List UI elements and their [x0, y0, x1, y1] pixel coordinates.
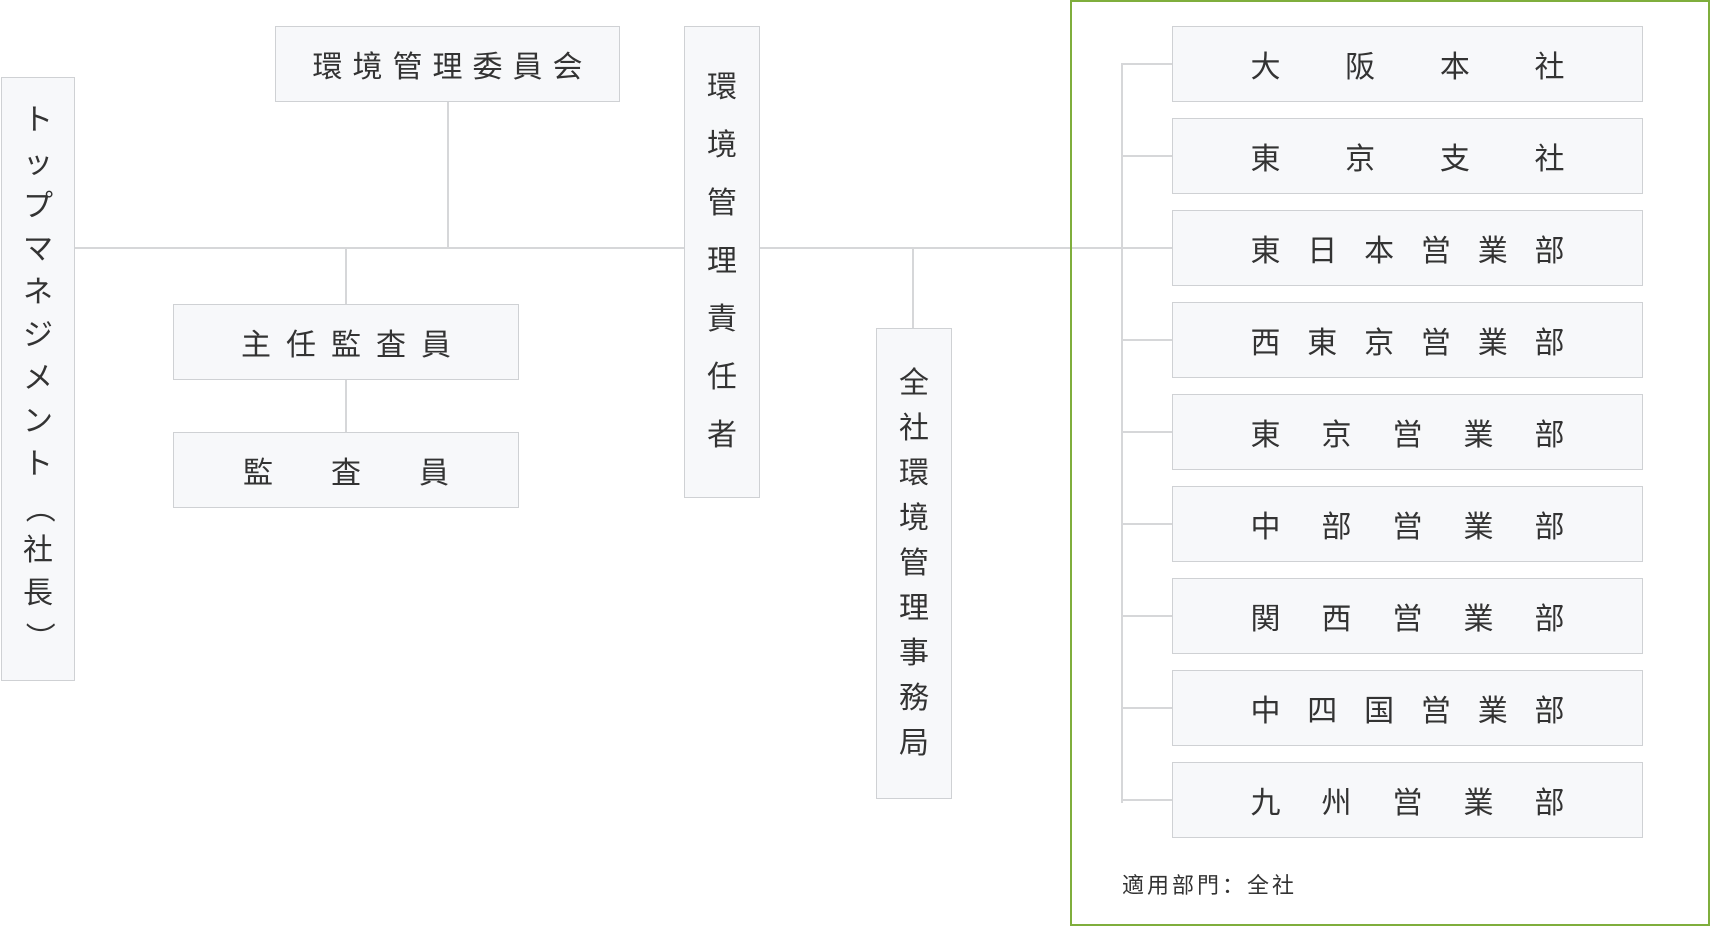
connector-committee: [447, 101, 449, 248]
department-label: 東日本営業部: [1250, 234, 1565, 269]
committee-box: 環境管理委員会: [275, 26, 620, 102]
department-box: 東京支社: [1172, 118, 1643, 194]
connector-dept-branch: [1121, 63, 1172, 65]
connector-chief-auditor: [345, 248, 347, 305]
department-label: 大阪本社: [1250, 50, 1565, 85]
secretariat-box: 全社環境管理事務局: [876, 328, 952, 799]
department-label: 西東京営業部: [1250, 326, 1565, 361]
department-label: 中四国営業部: [1250, 694, 1565, 729]
department-box: 西東京営業部: [1172, 302, 1643, 378]
scope-frame: [1070, 0, 1710, 926]
department-box: 中部営業部: [1172, 486, 1643, 562]
auditor-label: 監査員: [243, 456, 449, 491]
department-box: 大阪本社: [1172, 26, 1643, 102]
connector-dept-branch: [1121, 339, 1172, 341]
env-manager-label: 環境管理責任者: [707, 70, 737, 453]
department-label: 中部営業部: [1250, 510, 1565, 545]
department-box: 東日本営業部: [1172, 210, 1643, 286]
connector-dept-branch: [1121, 247, 1172, 249]
connector-dept-branch: [1121, 523, 1172, 525]
department-label: 東京営業部: [1250, 418, 1565, 453]
connector-dept-branch: [1121, 615, 1172, 617]
connector-departments-trunk: [1121, 64, 1123, 803]
department-box: 関西営業部: [1172, 578, 1643, 654]
secretariat-label: 全社環境管理事務局: [899, 365, 929, 761]
committee-label: 環境管理委員会: [312, 50, 583, 85]
auditor-box: 監査員: [173, 432, 519, 508]
chief-auditor-label: 主任監査員: [241, 328, 451, 363]
department-label: 九州営業部: [1250, 786, 1565, 821]
env-manager-box: 環境管理責任者: [684, 26, 760, 498]
connector-auditor: [345, 379, 347, 433]
scope-note: 適用部門：全社: [1122, 874, 1298, 899]
connector-dept-branch: [1121, 431, 1172, 433]
top-management-label: トップマネジメント（社長）: [21, 103, 56, 653]
connector-dept-branch: [1121, 155, 1172, 157]
top-management-box: トップマネジメント（社長）: [1, 77, 75, 681]
connector-dept-branch: [1121, 707, 1172, 709]
connector-dept-branch: [1121, 799, 1172, 801]
chief-auditor-box: 主任監査員: [173, 304, 519, 380]
department-box: 東京営業部: [1172, 394, 1643, 470]
connector-main-horizontal: [75, 247, 1172, 249]
department-box: 中四国営業部: [1172, 670, 1643, 746]
department-box: 九州営業部: [1172, 762, 1643, 838]
department-label: 関西営業部: [1250, 602, 1565, 637]
department-label: 東京支社: [1250, 142, 1565, 177]
connector-secretariat: [912, 248, 914, 329]
